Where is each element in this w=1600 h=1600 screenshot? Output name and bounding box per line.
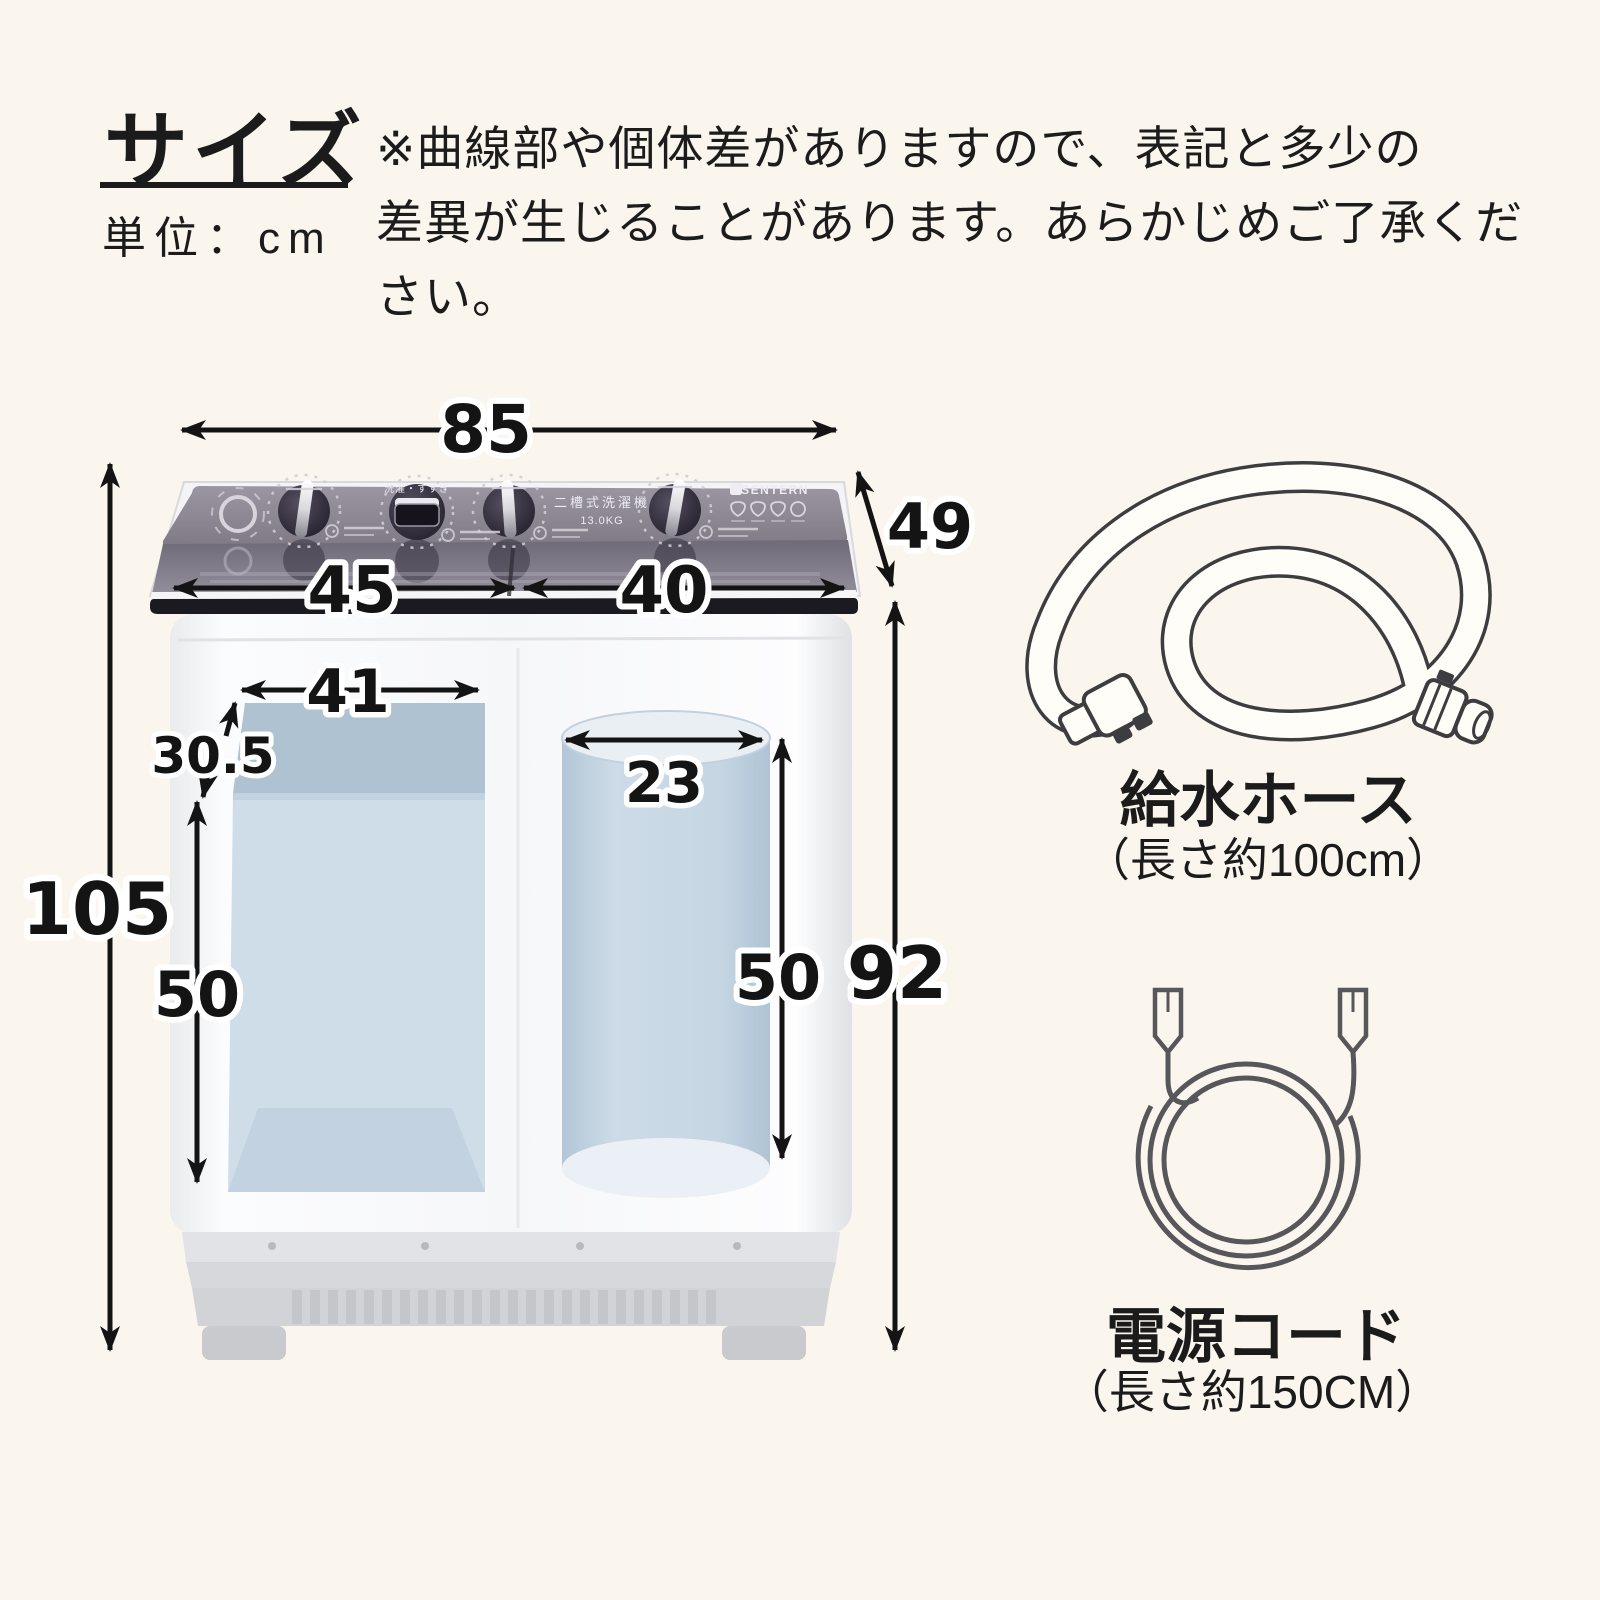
disclaimer: ※曲線部や個体差がありますので、表記と多少の 差異が生じることがあります。あらか… (376, 112, 1556, 334)
hose-tube (1028, 464, 1489, 738)
dim-wash-tub-width: 41 (306, 657, 390, 727)
hose-length-label: （長さ約100cm） (1083, 834, 1453, 886)
disclaimer-line-2: 差異が生じることがあります。あらかじめご了承ください。 (376, 196, 1524, 323)
cord-length-label: （長さ約150CM） (1062, 1366, 1442, 1418)
washing-machine: 洗濯・すすぎ 二槽式洗濯機 13.0KG SENTERN (148, 472, 862, 1360)
plug-right (1337, 987, 1369, 1056)
base-ribs (292, 1290, 716, 1324)
hose-coupling-connector (1411, 669, 1494, 745)
arrow-rim-depth-down (198, 771, 218, 799)
wash-timer-knob (266, 473, 342, 549)
dim-depth: 49 (887, 490, 973, 563)
dimension-arrows (100, 420, 905, 1352)
disclaimer-line-1: ※曲線部や個体差がありますので、表記と多少の (376, 122, 1423, 175)
knob2-label: 洗濯・すすぎ (384, 482, 450, 495)
dim-spin-depth: 50 (735, 941, 821, 1014)
certification-icons (730, 501, 806, 522)
knob-caption-marks (286, 485, 758, 542)
unit-label: 単位：cm (102, 214, 333, 263)
lid-rim (150, 598, 858, 614)
dim-rim-depth: 30.5 (151, 727, 274, 785)
title-underline (100, 182, 348, 188)
reflection-knobs (223, 538, 696, 583)
dim-lid-left: 45 (307, 554, 396, 628)
cord-label: 電源コード (1106, 1303, 1406, 1370)
dim-wash-tub-depth: 50 (154, 958, 240, 1031)
hose-label: 給水ホース (1119, 767, 1417, 834)
dim-body-height: 92 (847, 931, 947, 1015)
dimension-labels: 85 49 45 40 105 92 41 30.5 50 23 50 (15, 385, 979, 1037)
control-panel: 洗濯・すすぎ 二槽式洗濯機 13.0KG SENTERN (152, 472, 857, 594)
plug-left (1152, 987, 1184, 1056)
dim-lid-right: 40 (619, 554, 708, 628)
arrow-rim-depth-up (219, 701, 239, 737)
power-cord-illustration (1135, 987, 1369, 1271)
dim-overall-height: 105 (22, 867, 172, 951)
brand-logo-text: SENTERN (741, 483, 809, 497)
wash-drain-selector-knob (379, 474, 455, 550)
machine-capacity-label: 13.0KG (580, 515, 623, 527)
body-shoulder-line (177, 636, 846, 642)
rinse-selector-knob (471, 473, 547, 549)
dim-overall-width: 85 (440, 391, 532, 468)
right-foot (722, 1326, 806, 1360)
water-hose-illustration (1025, 461, 1494, 746)
base-screw-dots (268, 1242, 741, 1250)
spin-timer-knob (637, 472, 713, 548)
machine-type-label: 二槽式洗濯機 (554, 495, 650, 510)
left-foot (202, 1326, 286, 1360)
machine-base (182, 1232, 840, 1360)
program-ring-icon (211, 487, 265, 541)
dim-spin-diameter: 23 (625, 751, 703, 816)
brand-logo: SENTERN (730, 483, 809, 497)
arrow-depth (855, 470, 895, 588)
hose-elbow-connector (1057, 673, 1153, 746)
wash-tub-cutaway (228, 703, 485, 1192)
